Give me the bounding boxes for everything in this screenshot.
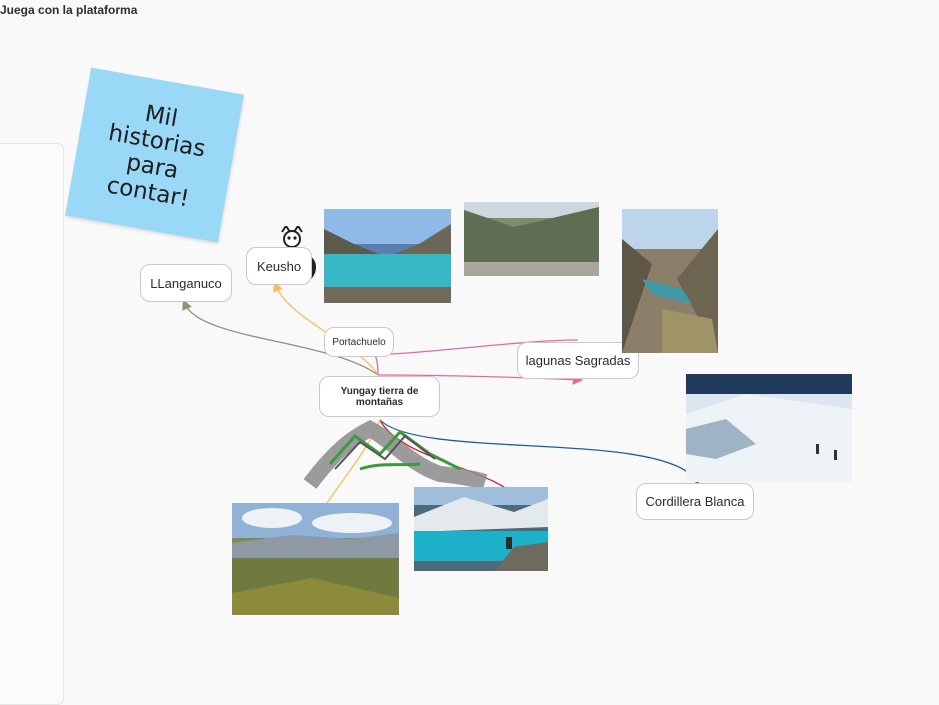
connector-cordillera xyxy=(379,419,700,485)
photo-lake-hiker[interactable] xyxy=(414,487,548,571)
node-yungay-center[interactable]: Yungay tierra de montañas xyxy=(319,376,440,417)
connector-lagunas xyxy=(377,374,584,385)
node-portachuelo[interactable]: Portachuelo xyxy=(324,327,394,357)
node-llanganuco[interactable]: LLanganuco xyxy=(140,264,232,302)
page-title: Juega con la plataforma xyxy=(0,3,138,17)
photo-glacier-climbers[interactable] xyxy=(686,374,852,482)
node-lagunas-sagradas[interactable]: lagunas Sagradas xyxy=(517,342,639,379)
side-panel xyxy=(0,143,64,705)
photo-valley-lake[interactable] xyxy=(622,209,718,353)
mountain-sketch-icon xyxy=(303,420,488,490)
photo-turquoise-lake[interactable] xyxy=(324,209,451,303)
photo-green-slopes[interactable] xyxy=(464,202,599,276)
node-cordillera-blanca[interactable]: Cordillera Blanca xyxy=(636,483,754,520)
node-keusho[interactable]: Keusho xyxy=(246,247,312,285)
photo-valley-town[interactable] xyxy=(232,503,399,615)
connector-llanganuco xyxy=(182,299,379,376)
